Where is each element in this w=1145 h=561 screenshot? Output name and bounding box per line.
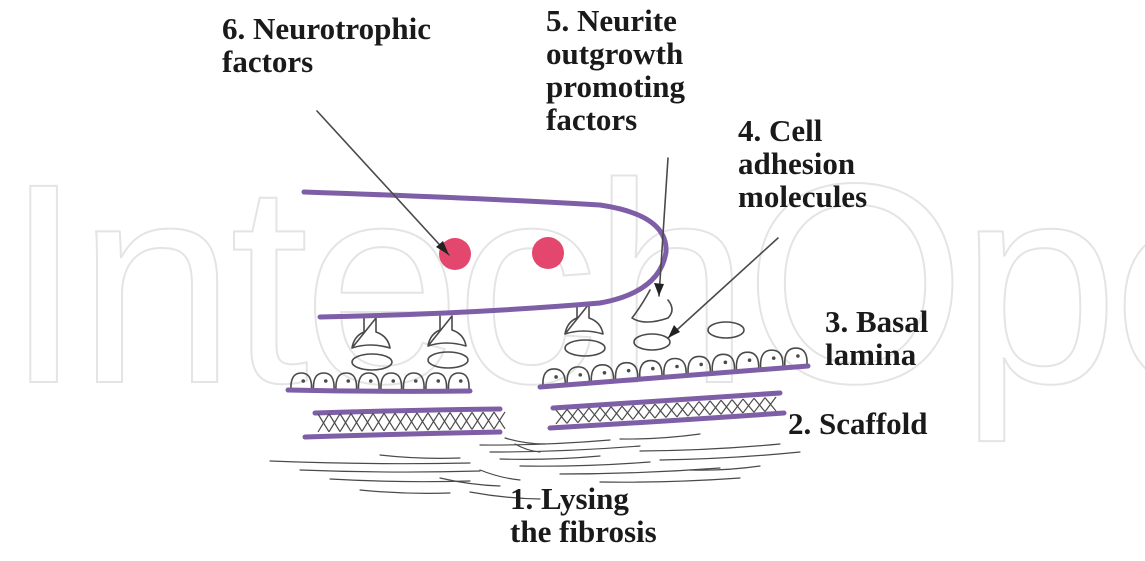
fibrosis-strand [500, 456, 600, 459]
label-cell-adhesion: 4. Cell adhesion molecules [738, 114, 867, 213]
cell-nucleus [603, 371, 607, 375]
label-lysing-fibrosis: 1. Lysing the fibrosis [510, 482, 657, 548]
cell-nucleus [675, 365, 679, 369]
label-line: adhesion [738, 147, 867, 180]
neurotrophic-factor-dot [439, 238, 471, 270]
cell-nucleus [772, 356, 776, 360]
label-line: 3. Basal [825, 305, 928, 338]
cell-nucleus [346, 379, 350, 383]
cell-nucleus [651, 367, 655, 371]
fibrosis-strand [480, 470, 520, 480]
fibrosis-strand [520, 462, 650, 466]
label-line: 1. Lysing [510, 482, 657, 515]
cell-nucleus [414, 379, 418, 383]
label-line: molecules [738, 180, 867, 213]
label-neurotrophic-factors: 6. Neurotrophic factors [222, 12, 431, 78]
cell-nucleus [796, 354, 800, 358]
cell-nucleus [369, 379, 373, 383]
label-line: the fibrosis [510, 515, 657, 548]
label-scaffold: 2. Scaffold [788, 407, 928, 440]
fibrosis-strand [640, 444, 780, 451]
neurotrophic-factor-dot [532, 237, 564, 269]
cell-nucleus [301, 379, 305, 383]
label-neurite-outgrowth: 5. Neurite outgrowth promoting factors [546, 4, 685, 136]
label-line: lamina [825, 338, 928, 371]
label-line: 5. Neurite [546, 4, 685, 37]
cell-nucleus [578, 373, 582, 377]
label-line: 6. Neurotrophic [222, 12, 431, 45]
fibrosis-strand [490, 446, 640, 452]
cell-nucleus [748, 358, 752, 362]
label-line: 2. Scaffold [788, 407, 928, 440]
cell-nucleus [699, 363, 703, 367]
fibrosis-strand [660, 452, 800, 460]
label-line: promoting [546, 70, 685, 103]
fibrosis-strand [560, 468, 720, 474]
cell-nucleus [391, 379, 395, 383]
cell-nucleus [436, 379, 440, 383]
watermark-logo: IntechOpen [4, 125, 1145, 444]
label-line: 4. Cell [738, 114, 867, 147]
cell-nucleus [627, 369, 631, 373]
label-line: outgrowth [546, 37, 685, 70]
fibrosis-strand [380, 455, 460, 458]
fibrosis-strand [270, 461, 470, 464]
label-line: factors [546, 103, 685, 136]
cell-nucleus [554, 375, 558, 379]
cell-nucleus [324, 379, 328, 383]
label-line: factors [222, 45, 431, 78]
label-basal-lamina: 3. Basal lamina [825, 305, 928, 371]
cell-nucleus [459, 379, 463, 383]
cell-nucleus [724, 361, 728, 365]
fibrosis-strand [300, 470, 480, 472]
fibrosis-strand [360, 490, 450, 493]
